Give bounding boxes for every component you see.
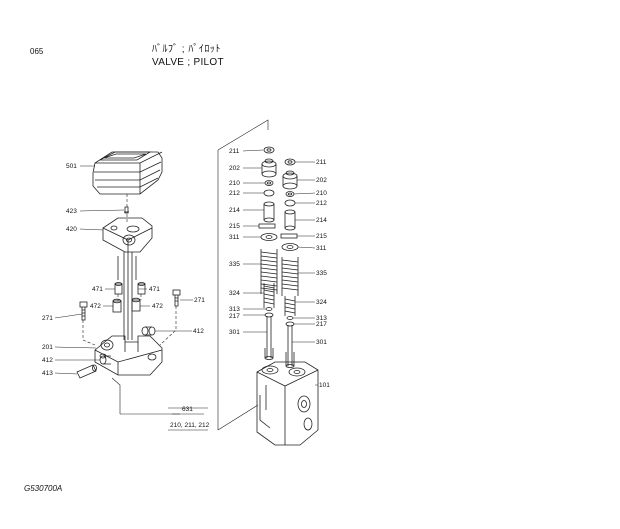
callout-211-right: 211 <box>316 159 327 166</box>
pin-412-upper <box>141 326 156 336</box>
kit-line-top <box>217 119 269 151</box>
bushing-472-right <box>131 297 141 312</box>
callout-501: 501 <box>66 163 77 170</box>
callout-413: 413 <box>42 370 53 377</box>
page-code: 065 <box>30 47 44 56</box>
callout-214-left: 214 <box>229 207 240 214</box>
push-rods <box>117 252 137 340</box>
valve-body-101 <box>256 361 319 446</box>
callout-311-right: 311 <box>316 245 327 252</box>
callout-472-left: 472 <box>90 303 101 310</box>
kit-number: 631 <box>182 406 193 413</box>
stack-left <box>258 146 278 360</box>
callout-324-left: 324 <box>229 290 240 297</box>
callout-471-right: 471 <box>149 286 160 293</box>
callout-214-right: 214 <box>316 217 327 224</box>
spacer-471-left <box>114 282 123 295</box>
title-japanese: ﾊﾞﾙﾌﾞ ; ﾊﾟｲﾛｯﾄ <box>152 44 221 55</box>
callout-212-left: 212 <box>229 190 240 197</box>
callout-202-right: 202 <box>316 177 327 184</box>
callout-420: 420 <box>66 226 77 233</box>
callout-202-left: 202 <box>229 165 240 172</box>
leader-lines <box>54 149 318 386</box>
bolt-271-right <box>172 289 181 307</box>
callout-423: 423 <box>66 208 77 215</box>
callout-211-left: 211 <box>229 148 240 155</box>
callout-215-left: 215 <box>229 223 240 230</box>
callout-labels: 501 423 420 471 471 472 472 271 271 412 … <box>42 148 330 429</box>
callout-271-right: 271 <box>194 297 205 304</box>
kit-contents: 210, 211, 212 <box>170 422 210 429</box>
shaft-413 <box>76 364 97 379</box>
stack-right <box>280 158 299 368</box>
drawing-number: G530700A <box>24 484 63 493</box>
callout-301-left: 301 <box>229 329 240 336</box>
assembly-guides <box>82 194 177 346</box>
plate-420 <box>102 217 153 253</box>
callout-217-left: 217 <box>229 313 240 320</box>
title-english: VALVE ; PILOT <box>152 57 224 68</box>
bracket-201 <box>94 335 163 376</box>
callout-217-right: 217 <box>316 321 327 328</box>
spacer-471-right <box>137 282 146 295</box>
callout-324-right: 324 <box>316 299 327 306</box>
bolt-271-left <box>79 301 88 321</box>
callout-210-right: 210 <box>316 190 327 197</box>
screw-423 <box>124 206 129 214</box>
callout-271-left: 271 <box>42 315 53 322</box>
boot-501 <box>92 151 163 195</box>
callout-313-right: 313 <box>316 315 327 322</box>
callout-210-left: 210 <box>229 180 240 187</box>
callout-335-right: 335 <box>316 270 327 277</box>
callout-471-left: 471 <box>92 286 103 293</box>
callout-335-left: 335 <box>229 261 240 268</box>
callout-201: 201 <box>42 344 53 351</box>
callout-215-right: 215 <box>316 233 327 240</box>
callout-412-upper: 412 <box>193 328 204 335</box>
callout-313-left: 313 <box>229 306 240 313</box>
callout-301-right: 301 <box>316 339 327 346</box>
kit-line-bottom <box>217 404 259 431</box>
callout-212-right: 212 <box>316 200 327 207</box>
callout-472-right: 472 <box>152 303 163 310</box>
callout-311-left: 311 <box>229 234 240 241</box>
callout-412-lower: 412 <box>42 357 53 364</box>
callout-101: 101 <box>319 382 330 389</box>
bushing-472-left <box>112 298 122 313</box>
